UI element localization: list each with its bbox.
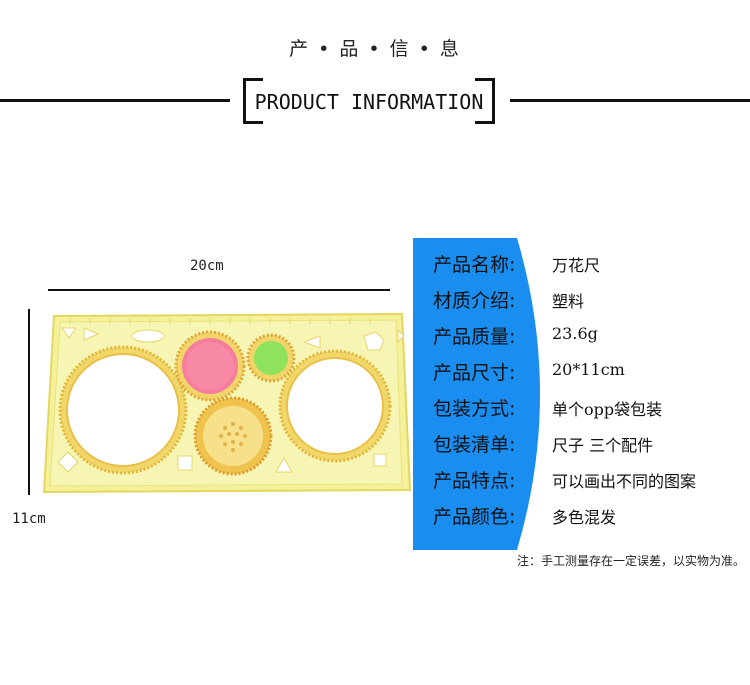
width-dimension-label: 20cm [190, 258, 224, 274]
spec-row-material: 材质介绍: 塑料 [433, 286, 584, 322]
spec-label: 产品尺寸: [433, 362, 516, 384]
spec-label: 产品特点: [433, 470, 516, 492]
spec-value: 塑料 [552, 292, 585, 311]
spirograph-ruler-image [42, 312, 412, 494]
height-dimension-label: 11cm [12, 511, 46, 527]
section-title-box: PRODUCT INFORMATION [243, 78, 495, 124]
width-dimension-line [48, 289, 390, 291]
info-panel-accent [413, 238, 540, 550]
spec-row-size: 产品尺寸: 20*11cm [433, 358, 625, 394]
spec-label: 包装方式: [433, 398, 516, 420]
spec-value: 可以画出不同的图案 [552, 472, 697, 491]
measurement-note: 注：手工测量存在一定误差，以实物为准。 [516, 554, 745, 568]
height-dimension-line [28, 309, 30, 495]
spec-value: 多色混发 [552, 508, 617, 527]
spec-label: 产品质量: [433, 326, 516, 348]
section-title-en: PRODUCT INFORMATION [254, 90, 484, 114]
spec-value: 单个opp袋包装 [552, 400, 663, 419]
spec-label: 包装清单: [433, 434, 516, 456]
header-divider-right [510, 99, 750, 102]
spec-value: 23.6g [552, 324, 598, 343]
spec-row-features: 产品特点: 可以画出不同的图案 [433, 466, 696, 502]
spec-label: 材质介绍: [433, 290, 516, 312]
spec-row-name: 产品名称: 万花尺 [433, 250, 600, 286]
spec-value: 万花尺 [552, 256, 601, 275]
spec-label: 产品名称: [433, 254, 516, 276]
spec-row-packaging: 包装方式: 单个opp袋包装 [433, 394, 662, 430]
spec-row-color: 产品颜色: 多色混发 [433, 502, 616, 538]
spec-row-weight: 产品质量: 23.6g [433, 322, 598, 358]
header-divider-left [0, 99, 230, 102]
spec-value: 20*11cm [552, 360, 625, 379]
spec-label: 产品颜色: [433, 506, 516, 528]
spec-value: 尺子 三个配件 [552, 436, 654, 455]
spec-row-contents: 包装清单: 尺子 三个配件 [433, 430, 653, 466]
section-title-cn: 产 • 品 • 信 • 息 [289, 38, 461, 60]
